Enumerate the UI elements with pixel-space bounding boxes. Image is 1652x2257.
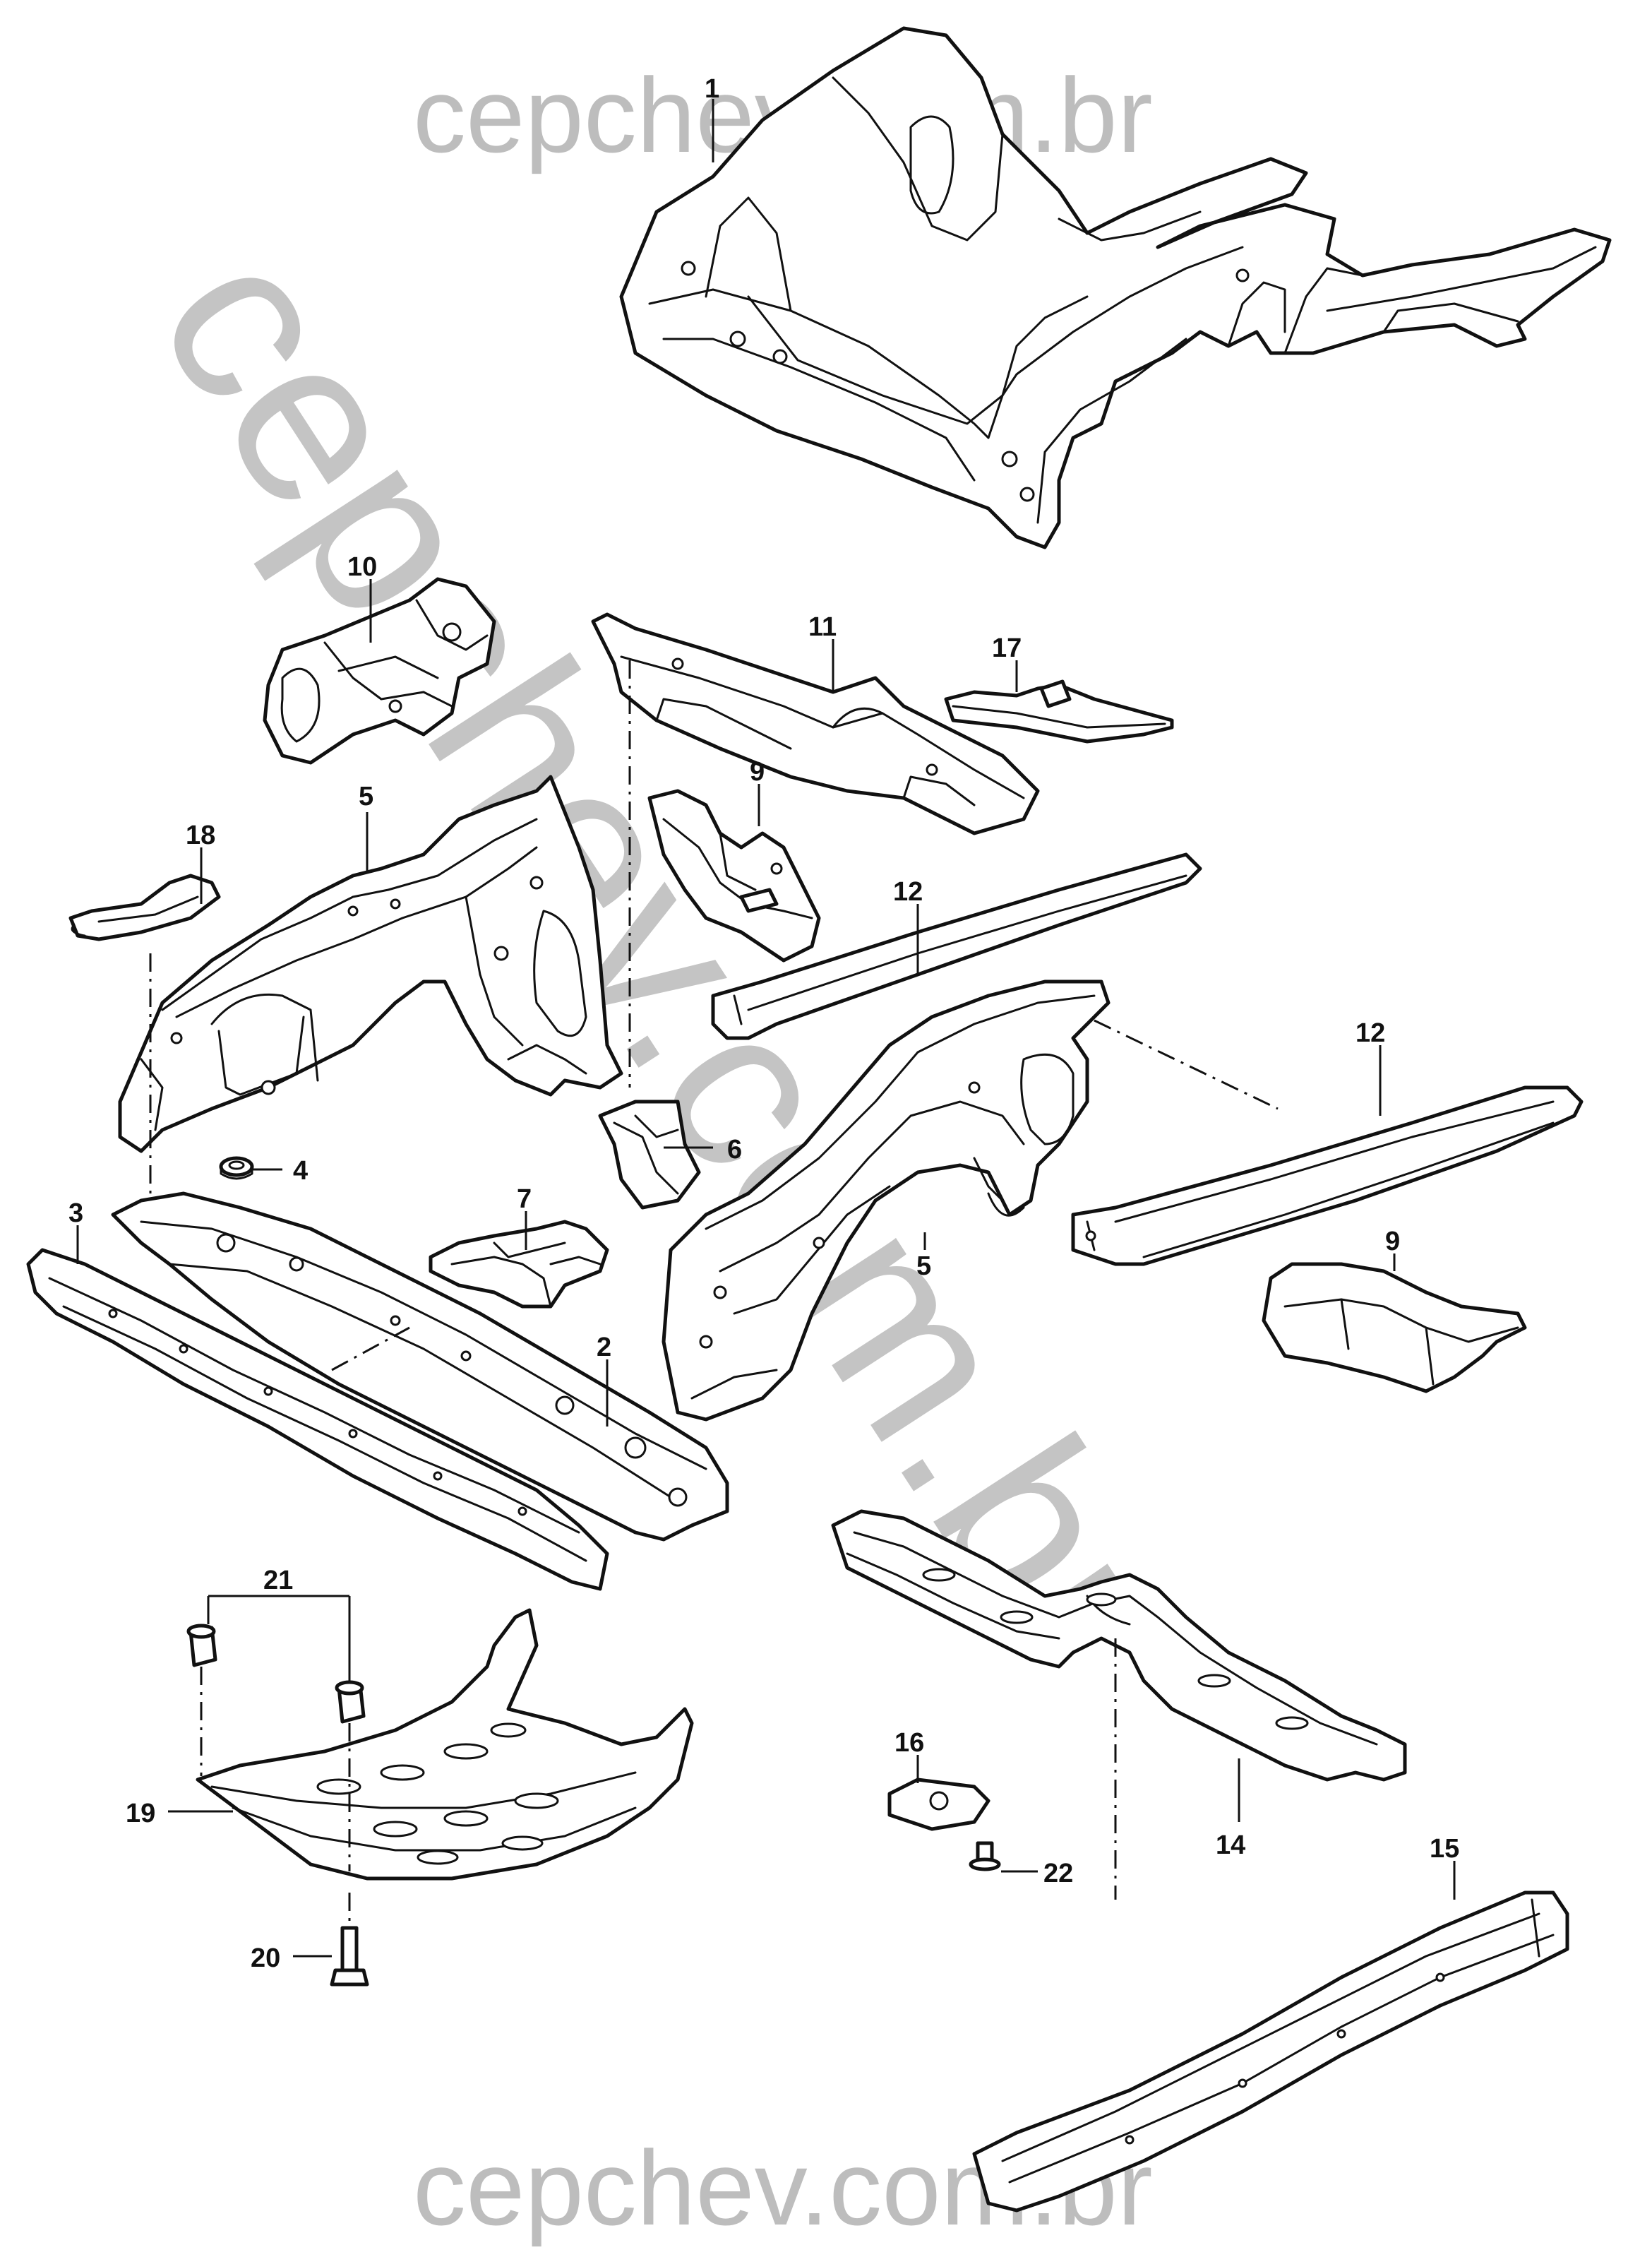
part-1-front-structure [619,26,1612,549]
callout-21: 21 [263,1566,293,1595]
part-3-support-bar [26,1248,609,1591]
callout-5-left: 5 [359,782,373,811]
callout-6: 6 [727,1135,742,1165]
callout-19: 19 [126,1799,155,1828]
callout-16: 16 [894,1728,924,1758]
callout-11: 11 [808,612,837,642]
part-6-bracket [598,1100,701,1210]
part-7-bracket [429,1220,609,1309]
callout-12-upper: 12 [893,877,923,907]
callout-10: 10 [347,552,377,582]
assembly-dash-lines [149,660,1279,1924]
part-22-bolt [969,1841,1001,1871]
part-4-clip [219,1156,254,1180]
part-9-upper-bracket [647,789,821,963]
part-19-skid-plate [196,1608,694,1881]
part-20-bolt [330,1926,369,1987]
part-18-bracket [68,874,221,941]
part-14-frame-member [831,1509,1407,1782]
part-12-lower-rail [1071,1085,1584,1266]
part-5-left-side-panel [118,775,623,1153]
part-15-rocker-panel [972,1890,1569,2213]
part-11-cowl-panel [591,612,1040,835]
callout-3: 3 [68,1198,83,1228]
callout-labels: 1 2 3 4 5 5 6 7 9 9 10 11 12 12 14 15 16… [68,74,1459,1973]
leader-lines [76,99,1456,1958]
callout-12-lower: 12 [1355,1018,1385,1048]
part-5-right-side-panel [662,979,1111,1422]
part-21-fasteners [186,1624,366,1724]
callout-5-right: 5 [916,1251,931,1281]
callout-20: 20 [251,1943,280,1973]
part-9-lower-bracket [1262,1262,1527,1393]
callout-18: 18 [186,821,215,850]
callout-1: 1 [705,74,719,104]
callout-17: 17 [992,633,1022,663]
callout-9-lower: 9 [1385,1227,1400,1256]
part-12-upper-rail [711,852,1202,1040]
part-10-wheelhouse-reinforcement [263,577,496,765]
callout-22: 22 [1043,1859,1073,1888]
callout-4: 4 [293,1156,308,1186]
callout-14: 14 [1216,1830,1245,1860]
callout-2: 2 [597,1333,611,1362]
part-17-bracket [944,679,1174,744]
callout-15: 15 [1430,1834,1459,1864]
part-2-cross-member [111,1191,729,1542]
callout-7: 7 [517,1184,532,1214]
callout-9-upper: 9 [750,757,765,787]
part-16-plate [887,1777,990,1831]
